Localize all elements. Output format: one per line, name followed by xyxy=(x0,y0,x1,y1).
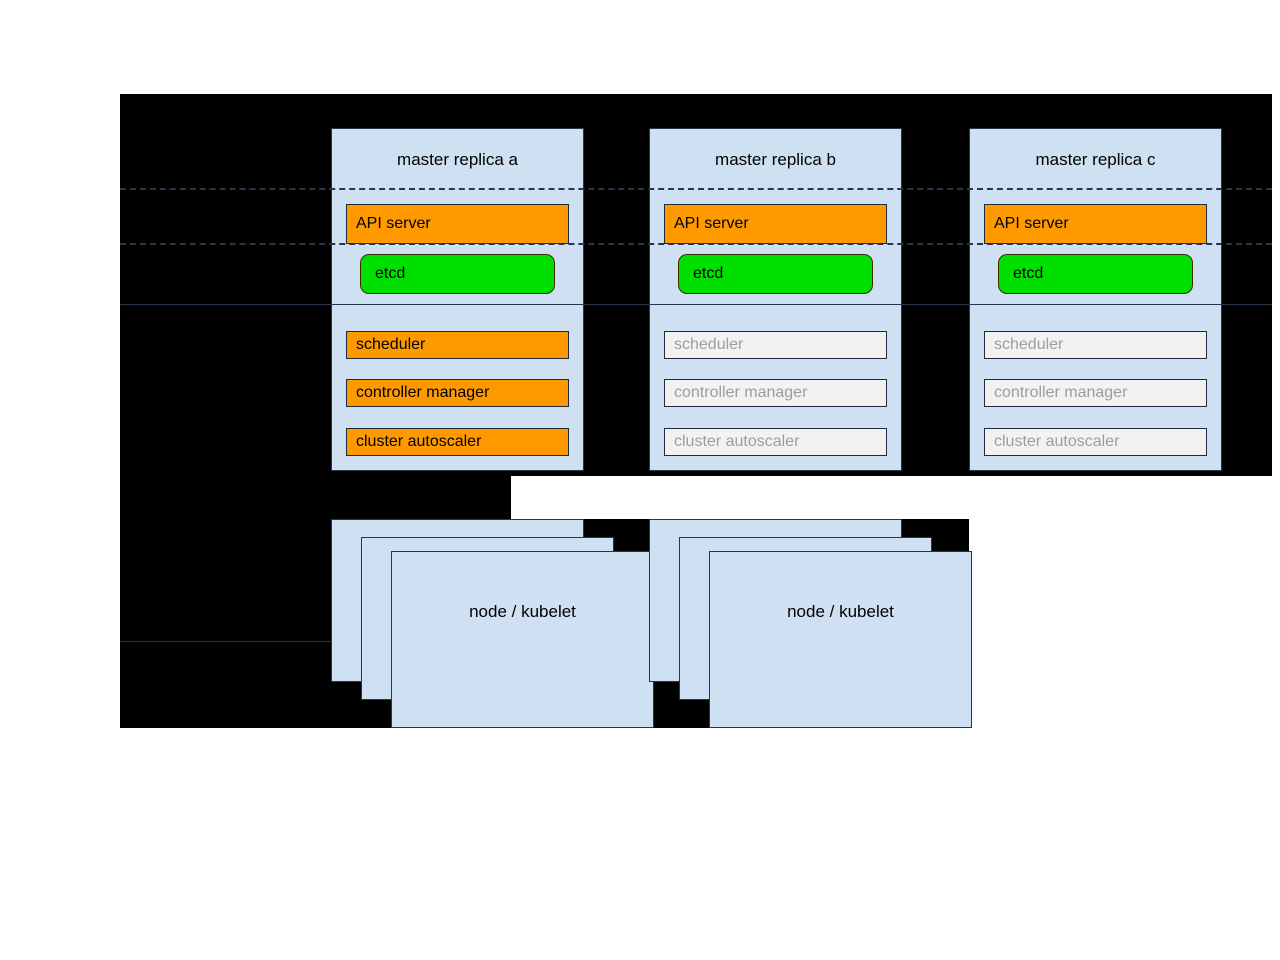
component-controller-manager-b[interactable]: controller manager xyxy=(664,379,887,407)
component-api-server-a[interactable]: API server xyxy=(346,204,569,244)
replica-c: master replica c API server etcd scheduler c… xyxy=(969,128,1222,471)
component-controller-manager-a[interactable]: controller manager xyxy=(346,379,569,407)
component-api-server-c[interactable]: API server xyxy=(984,204,1207,244)
component-etcd-a[interactable]: etcd xyxy=(360,254,555,294)
replica-title-b: master replica b xyxy=(715,150,836,169)
replica-a: master replica a API server etcd scheduler c… xyxy=(331,128,584,471)
component-etcd-c[interactable]: etcd xyxy=(998,254,1193,294)
component-scheduler-a[interactable]: scheduler xyxy=(346,331,569,359)
component-scheduler-c[interactable]: scheduler xyxy=(984,331,1207,359)
replica-b: master replica b API server etcd scheduler c… xyxy=(649,128,902,471)
component-cluster-autoscaler-a[interactable]: cluster autoscaler xyxy=(346,428,569,456)
component-cluster-autoscaler-b[interactable]: cluster autoscaler xyxy=(664,428,887,456)
component-scheduler-b[interactable]: scheduler xyxy=(664,331,887,359)
node-label-left: node / kubelet xyxy=(469,602,576,621)
replica-title-c: master replica c xyxy=(1035,150,1156,169)
node-card-right-3[interactable]: node / kubelet xyxy=(709,551,972,728)
component-cluster-autoscaler-c[interactable]: cluster autoscaler xyxy=(984,428,1207,456)
component-etcd-b[interactable]: etcd xyxy=(678,254,873,294)
rule-etcd-base-divider xyxy=(120,304,1272,305)
rule-api-server-divider xyxy=(120,243,1272,245)
node-label-right: node / kubelet xyxy=(787,602,894,621)
node-card-left-3[interactable]: node / kubelet xyxy=(391,551,654,728)
component-api-server-b[interactable]: API server xyxy=(664,204,887,244)
component-controller-manager-c[interactable]: controller manager xyxy=(984,379,1207,407)
replica-title-a: master replica a xyxy=(397,150,518,169)
backdrop-left-band xyxy=(120,476,511,519)
rule-replica-header-divider xyxy=(120,188,1272,190)
